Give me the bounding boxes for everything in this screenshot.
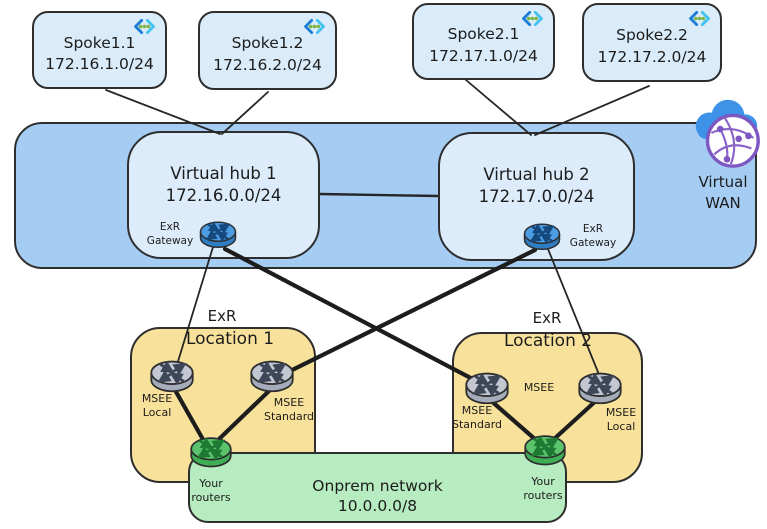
spoke-2-2-name: Spoke2.2 — [616, 26, 688, 45]
msee-standard-1-label: MSEE Standard — [263, 396, 315, 424]
msee-local-2-router-icon — [573, 365, 627, 410]
spoke-1-2-cidr: 172.16.2.0/24 — [213, 55, 322, 74]
exr-gateway-2-label: ExR Gateway — [569, 223, 617, 250]
hub-2-title: Virtual hub 2 — [483, 165, 590, 184]
spoke-2-1-cidr: 172.17.1.0/24 — [429, 46, 538, 65]
virtual-network-icon — [133, 18, 156, 35]
msee-local-2-label: MSEE Local — [605, 406, 637, 434]
your-routers-1-icon — [185, 430, 237, 473]
spoke-1-2-name: Spoke1.2 — [231, 34, 304, 53]
onprem-cidr: 10.0.0.0/8 — [337, 497, 418, 516]
spoke-2-2-cidr: 172.17.2.0/24 — [597, 47, 707, 66]
spoke-2-1-name: Spoke2.1 — [447, 25, 520, 44]
your-routers-2-label: Your routers — [523, 475, 563, 503]
spoke-2-2-box: Spoke2.2 172.17.2.0/24 — [582, 3, 722, 82]
your-routers-1-label: Your routers — [191, 477, 231, 505]
msee-standard-2-label: MSEE Standard — [451, 404, 503, 432]
virtual-wan-band — [14, 122, 757, 269]
virtual-network-icon — [521, 10, 544, 27]
hub-1-title: Virtual hub 1 — [170, 164, 277, 183]
exr-gateway-1-router-icon — [195, 215, 241, 253]
spoke-1-1-box: Spoke1.1 172.16.1.0/24 — [32, 11, 167, 89]
virtual-wan-cloud-icon — [695, 99, 760, 168]
msee-local-1-label: MSEE Local — [141, 392, 173, 420]
onprem-title: Onprem network — [312, 477, 443, 495]
onprem-network-box: Onprem network 10.0.0.0/8 — [188, 452, 567, 523]
hub-2-cidr: 172.17.0.0/24 — [478, 186, 595, 206]
virtual-network-icon — [303, 18, 326, 35]
virtual-network-icon — [688, 10, 711, 27]
msee-standard-1-router-icon — [245, 353, 299, 398]
virtual-wan-label: Virtual WAN — [698, 173, 748, 212]
spoke-1-1-cidr: 172.16.1.0/24 — [45, 55, 154, 73]
location-1-title: Location 1 — [185, 329, 275, 349]
virtual-hub-2-box: Virtual hub 2 172.17.0.0/24 — [438, 132, 635, 261]
exr-label-location-2: ExR — [532, 309, 562, 327]
your-routers-2-icon — [519, 428, 571, 471]
msee-center-label: MSEE — [523, 381, 555, 394]
exr-gateway-2-router-icon — [519, 217, 565, 255]
exr-gateway-1-label: ExR Gateway — [146, 221, 194, 248]
spoke-2-1-box: Spoke2.1 172.17.1.0/24 — [412, 3, 555, 80]
location-2-title: Location 2 — [503, 331, 593, 351]
hub-1-cidr: 172.16.0.0/24 — [165, 185, 282, 205]
spoke-1-1-name: Spoke1.1 — [63, 33, 136, 52]
exr-label-location-1: ExR — [207, 307, 237, 325]
spoke-1-2-box: Spoke1.2 172.16.2.0/24 — [198, 11, 337, 90]
